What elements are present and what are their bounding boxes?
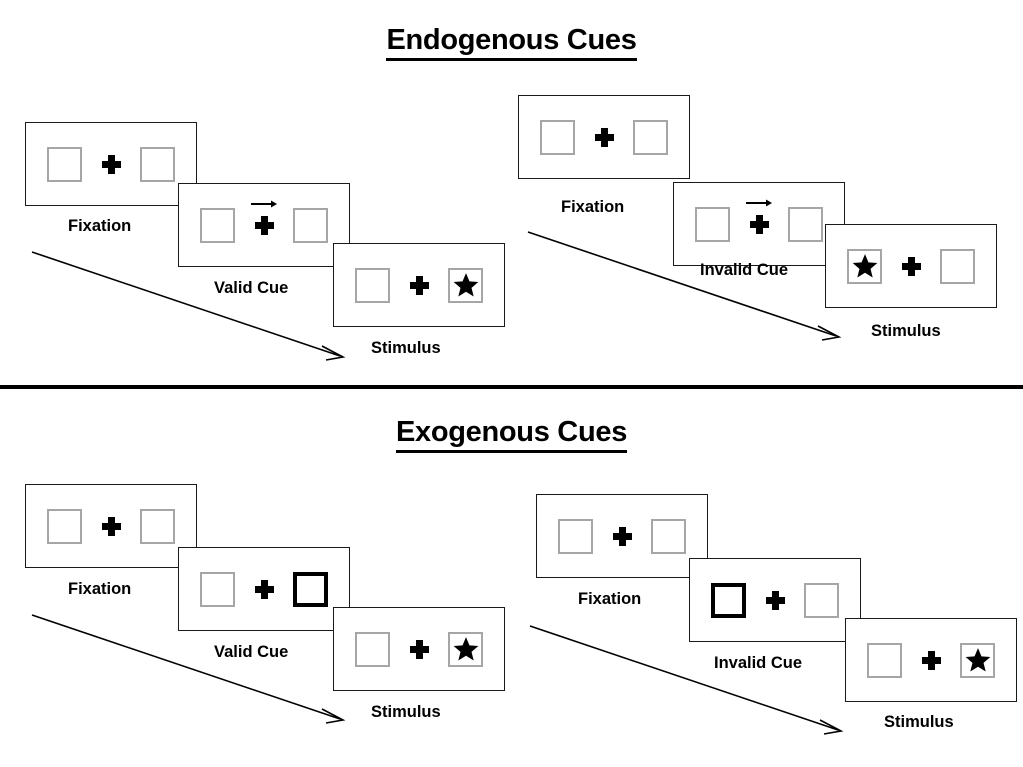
fixation-center (589, 127, 619, 147)
caption-fixation: Fixation (561, 198, 625, 216)
right-box (633, 119, 668, 155)
panel-invalid-cue[interactable] (689, 558, 861, 642)
fixation-center (896, 256, 926, 276)
panel-fixation[interactable] (25, 122, 197, 206)
panel-content (200, 571, 328, 607)
fixation-center (96, 154, 126, 174)
right-box (960, 642, 995, 678)
section-divider (0, 385, 1023, 389)
fixation-center (404, 275, 434, 295)
fixation-cross-icon (612, 526, 632, 546)
left-box (540, 119, 575, 155)
panel-content (355, 631, 483, 667)
panel-content (200, 200, 328, 243)
left-box (355, 631, 390, 667)
fixation-cross-icon (409, 639, 429, 659)
star-target-icon (453, 272, 479, 298)
fixation-cross-icon (901, 256, 921, 276)
caption-stimulus: Stimulus (884, 713, 954, 731)
right-box (940, 248, 975, 284)
panel-content (847, 248, 975, 284)
fixation-cross-icon (921, 650, 941, 670)
panel-content (558, 518, 686, 554)
left-box (47, 146, 82, 182)
section-title-exogenous: Exogenous Cues (0, 416, 1023, 453)
right-box (293, 207, 328, 243)
panel-stimulus[interactable] (825, 224, 997, 308)
panel-fixation[interactable] (518, 95, 690, 179)
caption-valid-cue: Valid Cue (214, 279, 289, 297)
section-title-endogenous: Endogenous Cues (0, 24, 1023, 61)
caption-fixation: Fixation (578, 590, 642, 608)
left-box (867, 642, 902, 678)
fixation-center (916, 650, 946, 670)
caption-fixation: Fixation (68, 580, 132, 598)
panel-content (47, 146, 175, 182)
panel-stimulus[interactable] (845, 618, 1017, 702)
panel-content (540, 119, 668, 155)
fixation-center (607, 526, 637, 546)
panel-valid-cue[interactable] (178, 183, 350, 267)
fixation-center (760, 590, 790, 610)
fixation-cross-icon (765, 590, 785, 610)
fixation-cross-icon (254, 215, 274, 235)
caption-valid-cue: Valid Cue (214, 643, 289, 661)
panel-fixation[interactable] (536, 494, 708, 578)
fixation-center (96, 516, 126, 536)
right-box (651, 518, 686, 554)
cue-arrow-right-icon (745, 198, 773, 208)
left-box (200, 207, 235, 243)
left-box (558, 518, 593, 554)
panel-content (695, 199, 823, 242)
caption-fixation: Fixation (68, 217, 132, 235)
left-box (355, 267, 390, 303)
panel-content (867, 642, 995, 678)
right-box (448, 267, 483, 303)
fixation-cross-icon (101, 516, 121, 536)
right-box (140, 508, 175, 544)
panel-content (47, 508, 175, 544)
fixation-cross-icon (101, 154, 121, 174)
panel-stimulus[interactable] (333, 243, 505, 327)
caption-invalid-cue: Invalid Cue (714, 654, 803, 672)
panel-valid-cue[interactable] (178, 547, 350, 631)
left-box (847, 248, 882, 284)
left-box (200, 571, 235, 607)
right-box (804, 582, 839, 618)
fixation-center (404, 639, 434, 659)
section-title-exogenous-text: Exogenous Cues (395, 416, 627, 453)
left-box (695, 206, 730, 242)
fixation-center (249, 579, 279, 599)
right-box (788, 206, 823, 242)
right-box-cued (293, 571, 328, 607)
panel-content (711, 582, 839, 618)
section-title-endogenous-text: Endogenous Cues (386, 24, 637, 61)
fixation-center (249, 200, 279, 235)
star-target-icon (453, 636, 479, 662)
caption-stimulus: Stimulus (371, 703, 441, 721)
star-target-icon (965, 647, 991, 673)
fixation-cross-icon (409, 275, 429, 295)
fixation-center (744, 199, 774, 234)
fixation-cross-icon (749, 214, 769, 234)
panel-fixation[interactable] (25, 484, 197, 568)
left-box-cued (711, 582, 746, 618)
panel-content (355, 267, 483, 303)
left-box (47, 508, 82, 544)
caption-stimulus: Stimulus (371, 339, 441, 357)
caption-invalid-cue: Invalid Cue (700, 261, 789, 279)
cue-arrow-right-icon (250, 199, 278, 209)
panel-stimulus[interactable] (333, 607, 505, 691)
star-target-icon (852, 253, 878, 279)
fixation-cross-icon (594, 127, 614, 147)
panel-invalid-cue[interactable] (673, 182, 845, 266)
fixation-cross-icon (254, 579, 274, 599)
right-box (140, 146, 175, 182)
caption-stimulus: Stimulus (871, 322, 941, 340)
right-box (448, 631, 483, 667)
